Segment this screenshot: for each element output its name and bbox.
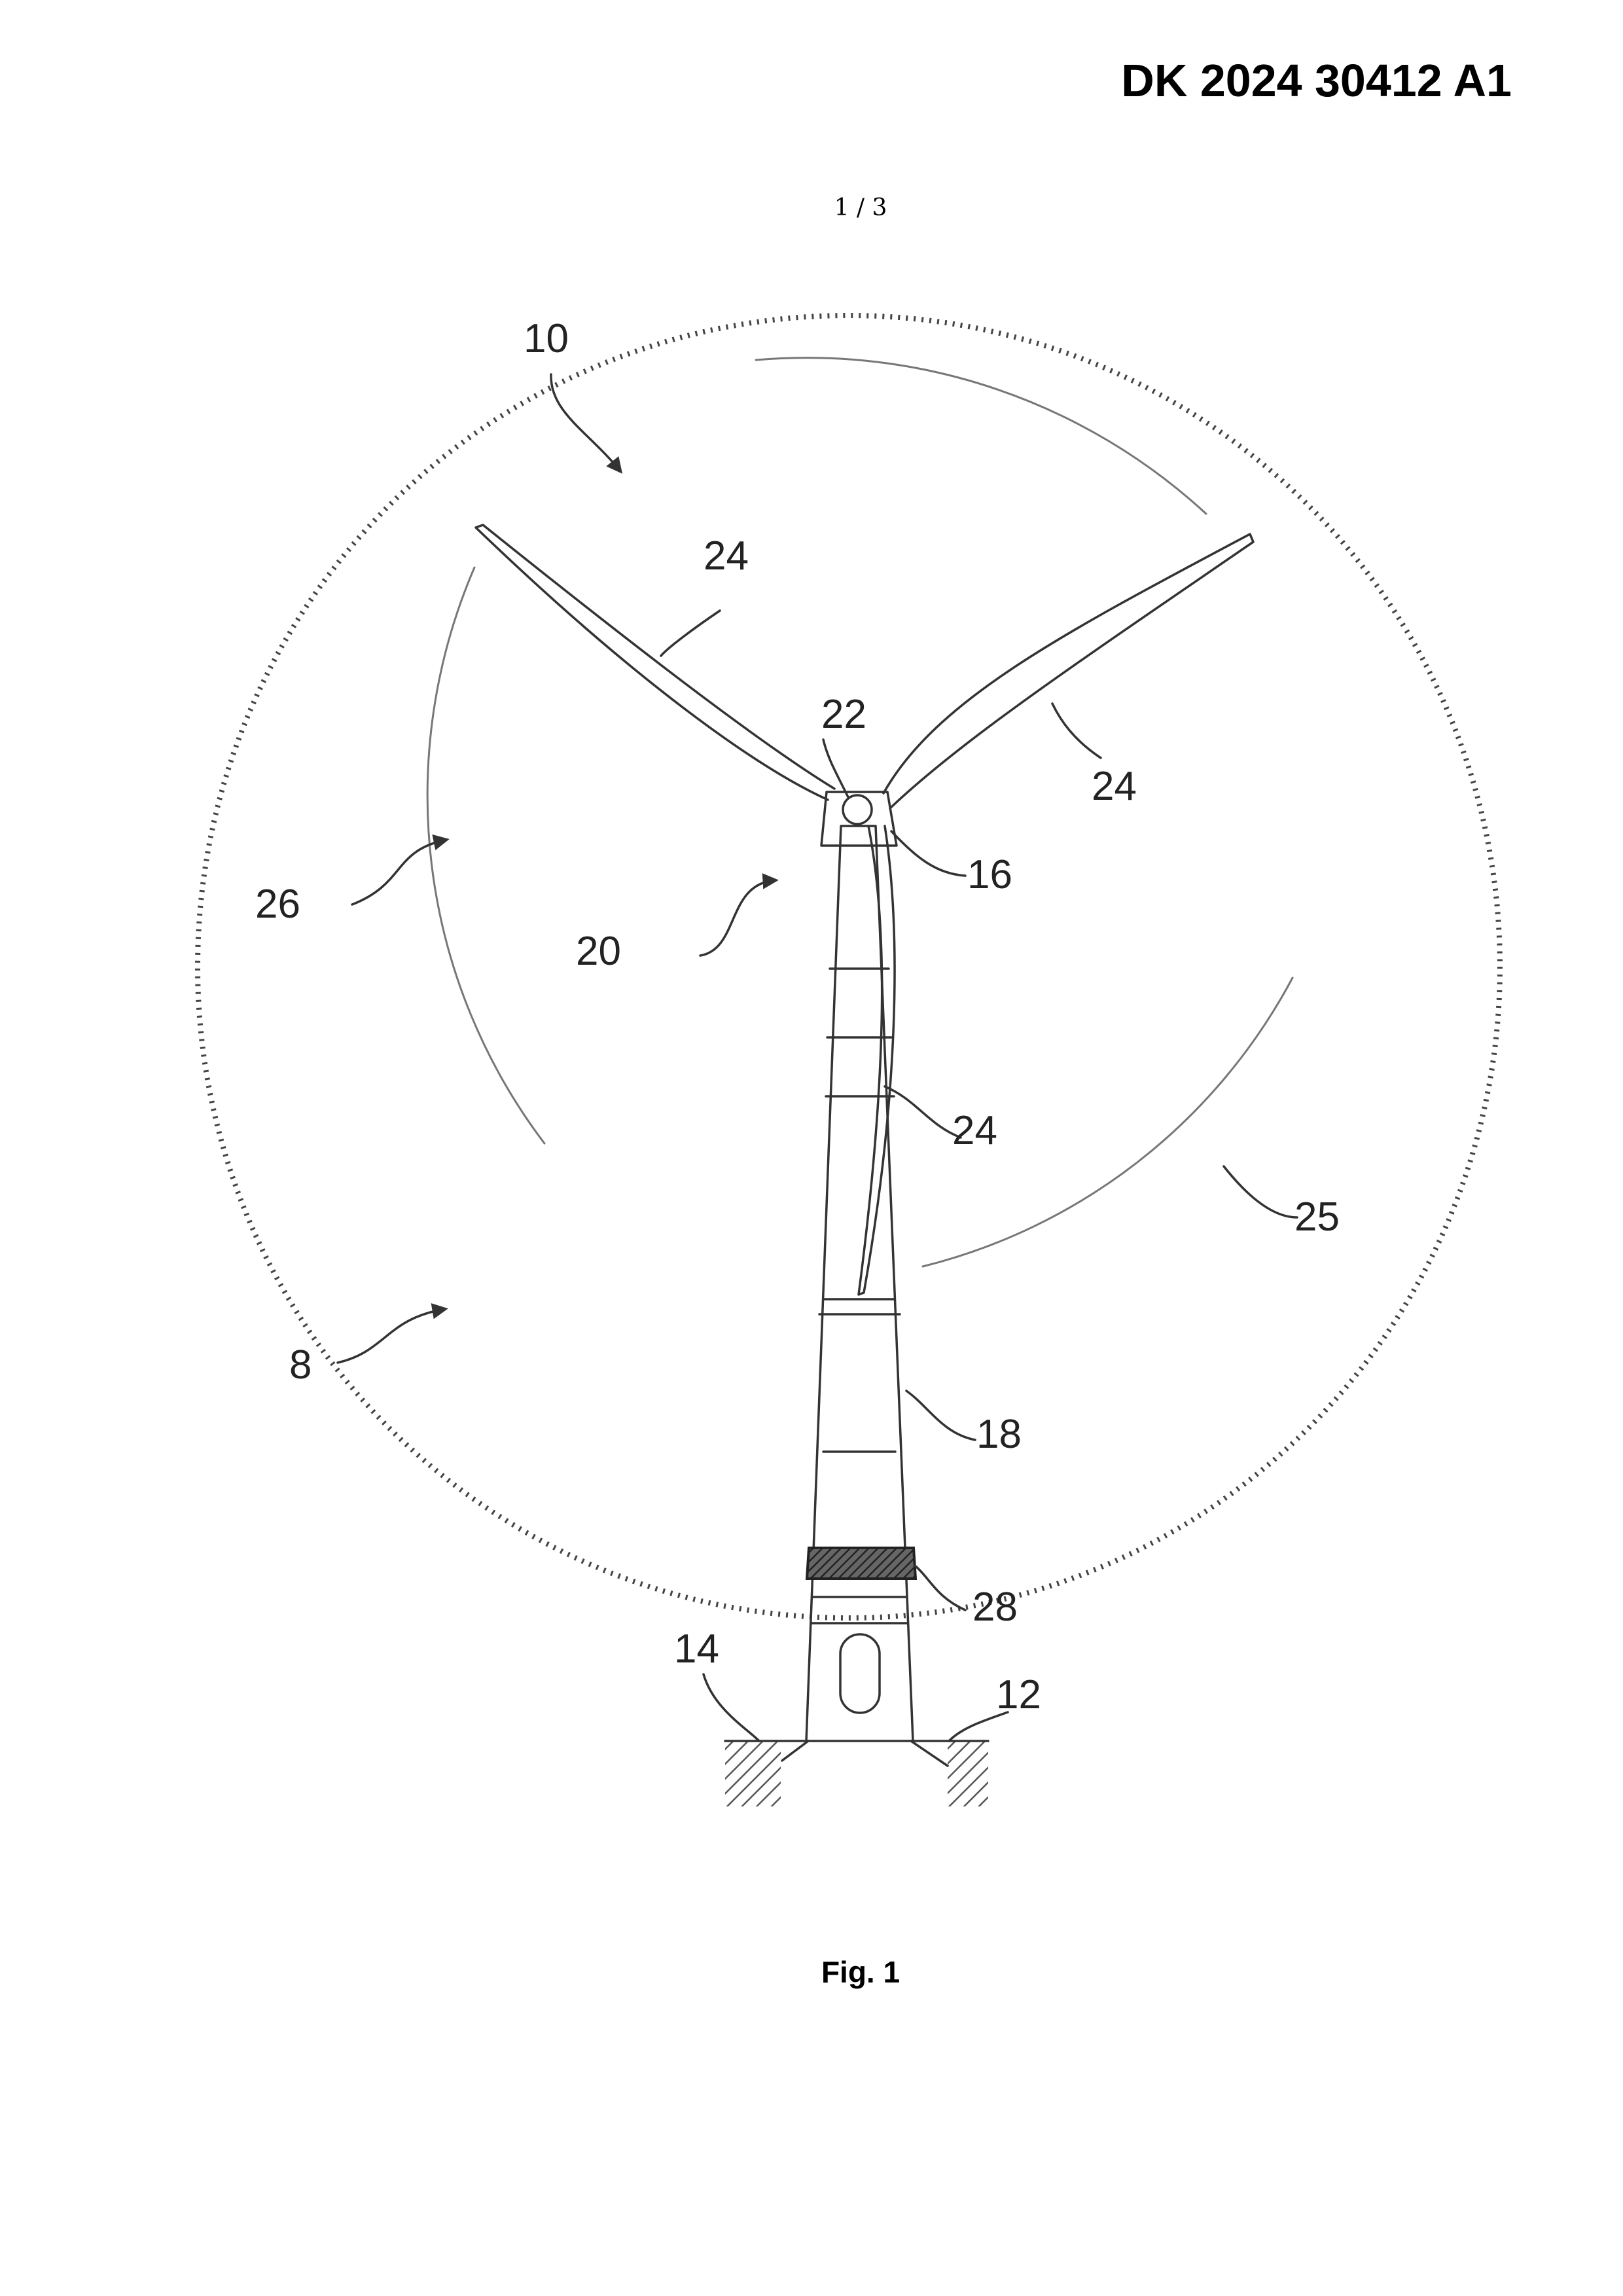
ref-28: 28: [972, 1585, 1018, 1630]
ref-24-lower: 24: [952, 1108, 997, 1153]
ref-24-upper-right: 24: [1092, 764, 1137, 809]
blade-upper-left: [476, 525, 834, 800]
ref-12: 12: [996, 1672, 1041, 1717]
foundation: [782, 1741, 948, 1766]
figure-caption: Fig. 1: [802, 1957, 919, 1987]
leaders: [338, 374, 1297, 1741]
ref-25: 25: [1294, 1194, 1340, 1240]
ref-24-upper-left: 24: [704, 533, 749, 579]
ref-16: 16: [967, 852, 1012, 897]
blade-lower: [859, 826, 895, 1295]
ref-10: 10: [524, 316, 569, 361]
tower-door: [840, 1634, 880, 1713]
hub: [843, 795, 872, 824]
rotor-boundary-circle: [198, 315, 1500, 1618]
rotation-arcs: [427, 358, 1293, 1266]
ref-18: 18: [976, 1412, 1022, 1457]
ref-26: 26: [255, 882, 300, 927]
ref-14: 14: [674, 1626, 719, 1672]
nacelle: [821, 792, 897, 846]
tower-ring: [807, 1548, 916, 1579]
ref-8: 8: [289, 1342, 312, 1388]
ground: [725, 1741, 988, 1806]
ref-20: 20: [576, 929, 621, 974]
blade-upper-right: [883, 534, 1253, 808]
ref-22: 22: [821, 692, 866, 737]
